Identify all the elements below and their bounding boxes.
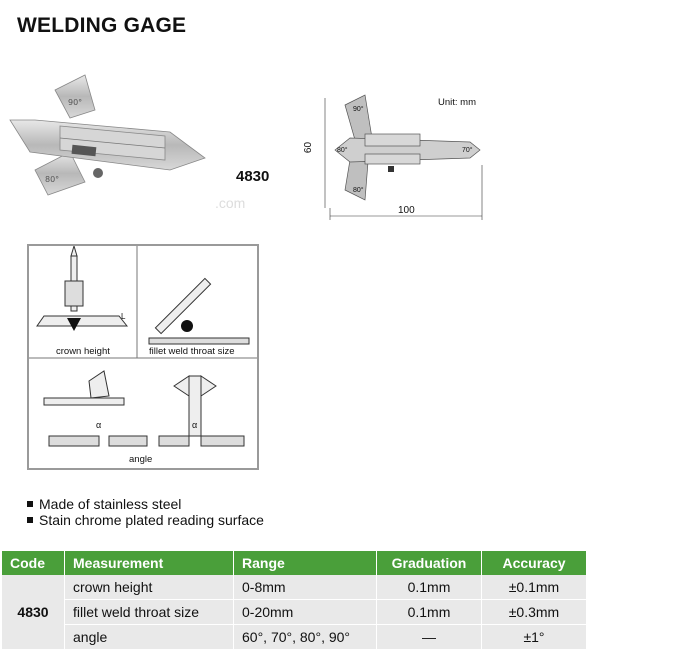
graduation-cell: 0.1mm	[376, 599, 482, 625]
caption-fillet: fillet weld throat size	[149, 346, 235, 357]
measurement-cell: angle	[64, 624, 234, 650]
unit-label: Unit: mm	[438, 97, 476, 108]
range-cell: 0-20mm	[233, 599, 377, 625]
measurement-cell: fillet weld throat size	[64, 599, 234, 625]
width-dimension: 100	[398, 205, 415, 216]
spec-table: Code Measurement Range Graduation Accura…	[2, 551, 587, 650]
feature-item: Stain chrome plated reading surface	[25, 512, 264, 528]
alpha-label: α	[192, 420, 198, 430]
feature-item: Made of stainless steel	[25, 496, 264, 512]
product-photo: 90° 80° .com	[9, 74, 245, 211]
header-range: Range	[233, 551, 377, 575]
alpha-label: α	[96, 420, 102, 430]
graduation-cell: —	[376, 624, 482, 650]
dimension-drawing	[324, 94, 483, 220]
usage-diagram	[29, 246, 257, 447]
svg-text:80°: 80°	[45, 175, 59, 184]
range-cell: 60°, 70°, 80°, 90°	[233, 624, 377, 650]
angle-label: 70°	[462, 147, 473, 154]
accuracy-cell: ±1°	[481, 624, 587, 650]
header-accuracy: Accuracy	[481, 551, 587, 575]
code-cell: 4830	[2, 575, 65, 650]
angle-label: 80°	[337, 147, 348, 154]
caption-crown-height: crown height	[56, 346, 110, 357]
angle-label: 80°	[353, 187, 364, 194]
table-row: 4830 crown height 0-8mm 0.1mm ±0.1mm	[2, 575, 587, 650]
feature-list: Made of stainless steel Stain chrome pla…	[25, 496, 264, 528]
table-row: fillet weld throat size 0-20mm 0.1mm ±0.…	[2, 599, 587, 625]
accuracy-cell: ±0.1mm	[481, 575, 587, 600]
range-cell: 0-8mm	[233, 575, 377, 600]
model-number: 4830	[236, 168, 270, 185]
accuracy-cell: ±0.3mm	[481, 599, 587, 625]
table-row: angle 60°, 70°, 80°, 90° — ±1°	[2, 624, 587, 650]
header-graduation: Graduation	[376, 551, 482, 575]
page-title: WELDING GAGE	[17, 14, 187, 37]
header-measurement: Measurement	[64, 551, 234, 575]
header-code: Code	[2, 551, 65, 575]
angle-label: 90°	[353, 106, 364, 113]
height-dimension: 60	[303, 141, 315, 154]
l-label: L	[121, 312, 126, 321]
svg-text:.com: .com	[215, 195, 245, 211]
measurement-cell: crown height	[64, 575, 234, 600]
usage-illustrations: crown height fillet weld throat size ang…	[27, 244, 259, 470]
caption-angle: angle	[129, 454, 153, 465]
graduation-cell: 0.1mm	[376, 575, 482, 600]
svg-text:90°: 90°	[68, 98, 82, 107]
